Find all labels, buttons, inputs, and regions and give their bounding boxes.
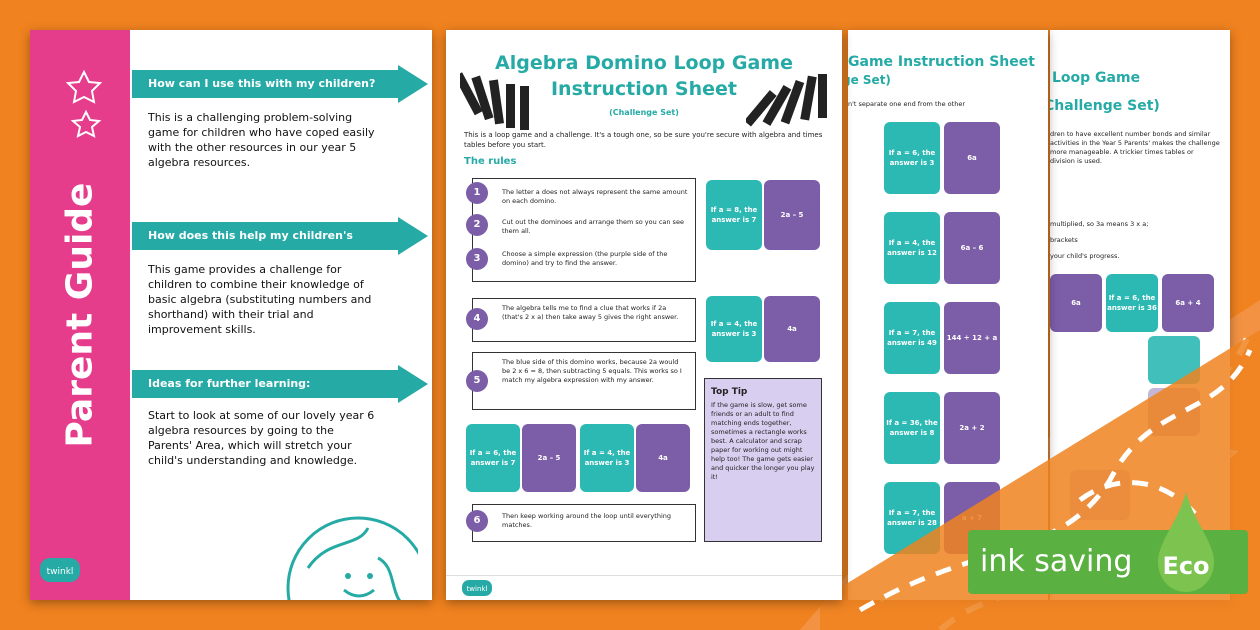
sheet-footer: twinkl xyxy=(446,575,842,600)
back1-title-line2: ge Set) xyxy=(848,73,891,87)
section-heading-further: Ideas for further learning: xyxy=(132,365,428,403)
step-text-3: Choose a simple expression (the purple s… xyxy=(502,250,668,267)
back2-domino-purple-2: 6a + 4 xyxy=(1162,274,1214,332)
instruction-sheet-page: Algebra Domino Loop Game Instruction She… xyxy=(446,30,842,600)
rules-box-1-3 xyxy=(472,178,696,282)
step-number-3: 3 xyxy=(466,248,488,270)
step-text-5: The blue side of this domino works, beca… xyxy=(502,358,682,384)
back1-domino-4-left: If a = 36, the answer is 8 xyxy=(884,392,940,464)
falling-dominoes-left-icon xyxy=(460,72,529,130)
back1-domino-5-left: If a = 7, the answer is 28 xyxy=(884,482,940,554)
top-tip-heading: Top Tip xyxy=(711,387,748,397)
step-number-4: 4 xyxy=(466,308,488,330)
domino-1-left: If a = 8, the answer is 7 xyxy=(706,180,762,250)
domino-2-left: If a = 4, the answer is 3 xyxy=(706,296,762,362)
leaf-drop-icon xyxy=(1158,492,1214,592)
step-number-2: 2 xyxy=(466,214,488,236)
section-heading-use: How can I use this with my children? xyxy=(132,65,428,103)
top-tip-body: If the game is slow, get some friends or… xyxy=(711,401,815,481)
pink-side-band: Parent Guide twinkl xyxy=(30,30,130,600)
back2-title-line2: Challenge Set) xyxy=(1050,98,1160,114)
back2-title-line1: Loop Game xyxy=(1052,70,1141,86)
section-body-use: This is a challenging problem-solving ga… xyxy=(148,111,375,169)
row-domino-3: If a = 4, the answer is 3 xyxy=(580,424,634,492)
domino-2-right: 4a xyxy=(764,296,820,362)
ink-saving-label: ink saving xyxy=(980,544,1133,579)
back2-domino-teal: If a = 6, the answer is 36 xyxy=(1106,274,1158,332)
step-number-1: 1 xyxy=(466,182,488,204)
sheet-intro: This is a loop game and a challenge. It'… xyxy=(464,131,823,149)
back1-line: n't separate one end from the other xyxy=(848,100,965,108)
back1-domino-2-right: 6a – 6 xyxy=(944,212,1000,284)
rules-box-4 xyxy=(472,298,696,342)
section-heading-learning: How does this help my children's learnin… xyxy=(132,217,428,270)
falling-dominoes-right-icon xyxy=(746,74,827,127)
back2-text-3: brackets xyxy=(1050,236,1078,244)
top-tip-box: Top Tip If the game is slow, get some fr… xyxy=(704,378,822,542)
row-domino-1: If a = 6, the answer is 7 xyxy=(466,424,520,492)
svg-text:twinkl: twinkl xyxy=(467,585,488,593)
back2-text-2: multiplied, so 3a means 3 x a; xyxy=(1050,220,1149,228)
domino-1-right: 2a – 5 xyxy=(764,180,820,250)
back1-domino-1-left: If a = 6, the answer is 3 xyxy=(884,122,940,194)
back1-domino-2-left: If a = 4, the answer is 12 xyxy=(884,212,940,284)
step-text-1: The letter a does not always represent t… xyxy=(502,188,688,205)
twinkl-logo-icon: twinkl xyxy=(40,558,80,582)
step-number-5: 5 xyxy=(466,370,488,392)
step-text-2: Cut out the dominoes and arrange them so… xyxy=(502,218,684,235)
rules-box-6 xyxy=(472,504,696,542)
svg-text:twinkl: twinkl xyxy=(47,567,74,577)
back1-domino-3-right: 144 ÷ 12 + a xyxy=(944,302,1000,374)
back1-domino-4-right: 2a + 2 xyxy=(944,392,1000,464)
sheet-subtitle: (Challenge Set) xyxy=(609,108,679,117)
back1-title-line1: Game Instruction Sheet xyxy=(848,54,1035,70)
row-domino-4: 4a xyxy=(636,424,690,492)
parent-guide-page: Parent Guide twinkl How can I use this w… xyxy=(30,30,432,600)
star-icon xyxy=(65,69,103,138)
back2-text-4: your child's progress. xyxy=(1050,252,1120,260)
eco-label: Eco xyxy=(1162,552,1210,580)
ink-saving-eco-badge: ink saving Eco xyxy=(968,492,1248,594)
section-body-learning: This game provides a challenge for child… xyxy=(148,263,372,336)
rules-heading: The rules xyxy=(464,156,517,167)
globe-icon xyxy=(286,516,418,600)
step-text-4: The algebra tells me to find a clue that… xyxy=(502,304,679,321)
step-number-6: 6 xyxy=(466,510,488,532)
step-text-6: Then keep working around the loop until … xyxy=(502,512,671,529)
back2-domino-purple: 6a xyxy=(1050,274,1102,332)
back2-text-1: dren to have excellent number bonds and … xyxy=(1050,130,1220,165)
sheet-title: Algebra Domino Loop Game Instruction She… xyxy=(446,50,842,102)
sheet-title-line1: Algebra Domino Loop Game xyxy=(495,52,793,74)
section-body-further: Start to look at some of our lovely year… xyxy=(148,409,375,467)
row-domino-2: 2a – 5 xyxy=(522,424,576,492)
back1-domino-1-right: 6a xyxy=(944,122,1000,194)
twinkl-logo-icon: twinkl xyxy=(462,580,492,596)
sheet-title-line2: Instruction Sheet xyxy=(550,78,737,100)
back1-domino-3-left: If a = 7, the answer is 49 xyxy=(884,302,940,374)
